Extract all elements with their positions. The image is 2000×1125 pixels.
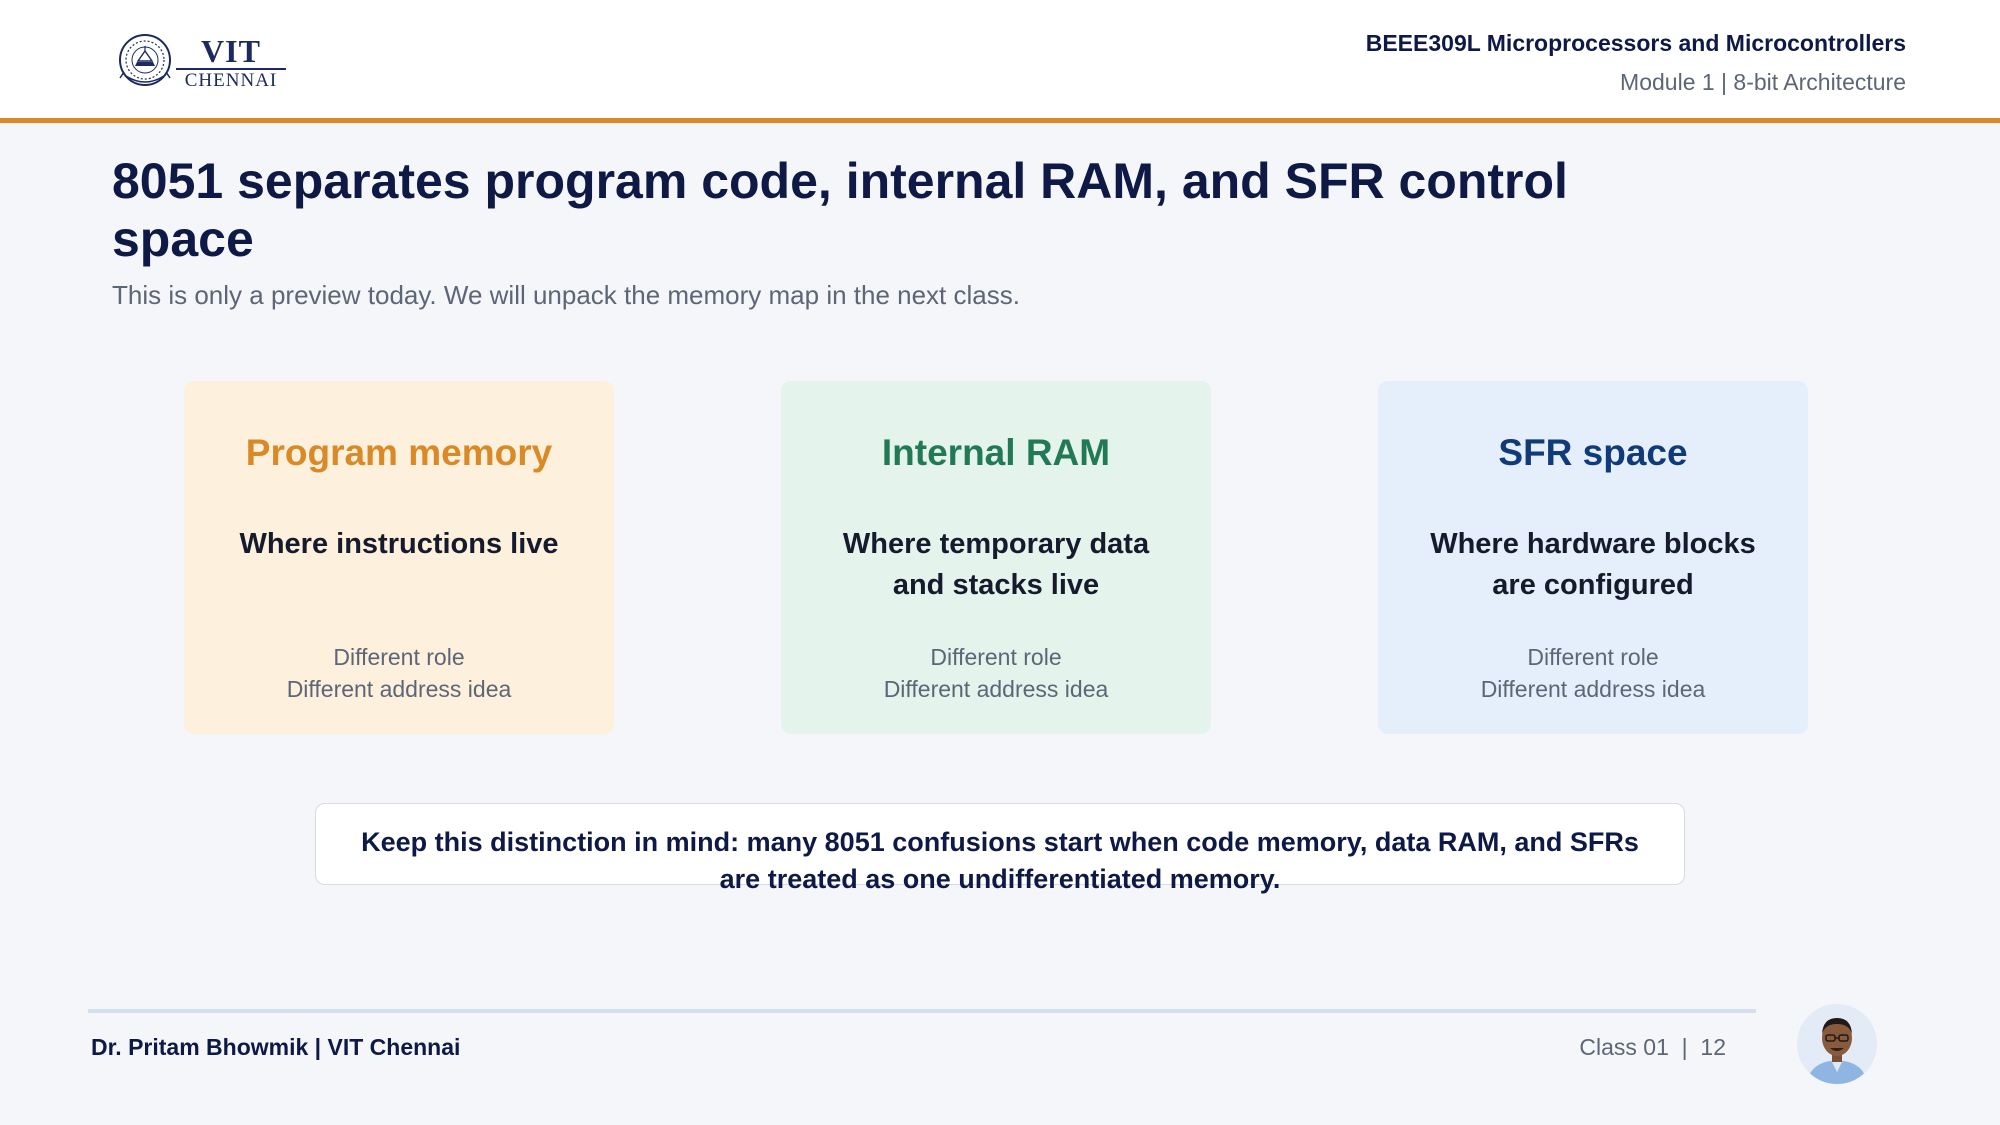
callout-text: Keep this distinction in mind: many 8051… [361, 827, 1639, 894]
card-note-line: Different role [930, 644, 1062, 670]
callout-box [315, 803, 1685, 885]
header-bar: VIT CHENNAI BEEE309L Microprocessors and… [0, 0, 2000, 123]
logo-chennai-text: CHENNAI [184, 70, 278, 91]
slide-title: 8051 separates program code, internal RA… [112, 153, 1568, 267]
vit-logo: VIT CHENNAI [118, 30, 288, 92]
card-note: Different role Different address idea [781, 641, 1211, 705]
card-title: Internal RAM [881, 432, 1111, 473]
card-note-line: Different address idea [286, 676, 512, 702]
card-note-line: Different address idea [1480, 676, 1706, 702]
card-sfr-space: SFR space Where hardware blocks are conf… [1378, 381, 1808, 734]
card-note-line: Different address idea [883, 676, 1109, 702]
slide-subtitle: This is only a preview today. We will un… [112, 280, 1020, 310]
logo-vit-text: VIT [201, 33, 261, 69]
card-program-memory: Program memory Where instructions live D… [184, 381, 614, 734]
card-note-line: Different role [1527, 644, 1659, 670]
footer-divider [88, 1009, 1756, 1013]
module-label: Module 1 | 8-bit Architecture [1620, 69, 1906, 95]
card-description: Where instructions live [239, 528, 559, 560]
card-description: Where temporary data and stacks live [842, 528, 1150, 601]
card-title: SFR space [1498, 432, 1688, 473]
card-internal-ram: Internal RAM Where temporary data and st… [781, 381, 1211, 734]
presenter-avatar [1797, 1004, 1877, 1084]
card-note: Different role Different address idea [184, 641, 614, 705]
logo-divider [176, 68, 286, 70]
vit-seal-icon [119, 34, 171, 86]
card-description: Where hardware blocks are configured [1430, 528, 1756, 601]
footer-class-page: Class 01 | 12 [1579, 1034, 1726, 1060]
card-note-line: Different role [333, 644, 465, 670]
card-title: Program memory [245, 432, 553, 473]
course-title: BEEE309L Microprocessors and Microcontro… [1365, 30, 1906, 56]
card-note: Different role Different address idea [1378, 641, 1808, 705]
presenter-avatar-icon [1797, 1004, 1877, 1084]
footer-author: Dr. Pritam Bhowmik | VIT Chennai [91, 1034, 461, 1060]
